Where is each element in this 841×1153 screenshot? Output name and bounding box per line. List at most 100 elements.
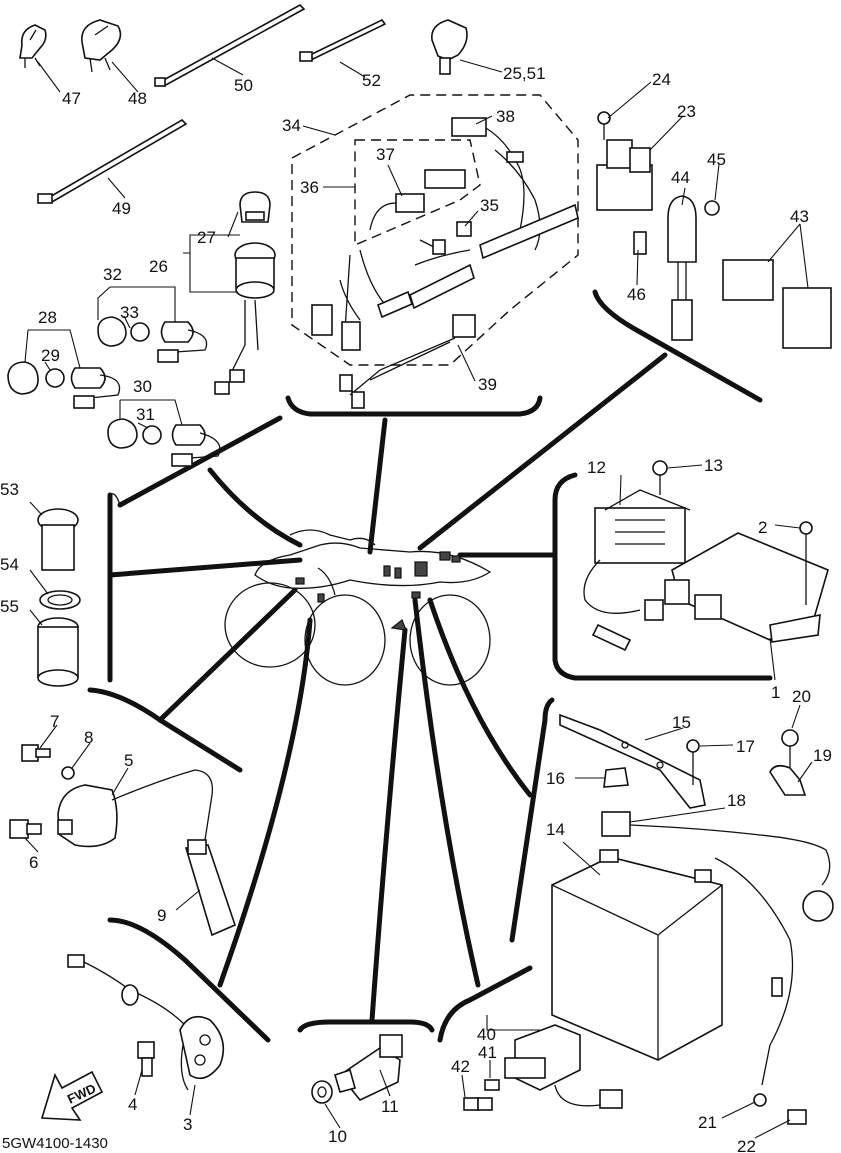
callout-29: 29 xyxy=(41,346,60,365)
callout-54: 54 xyxy=(0,555,19,574)
cable-tie-50 xyxy=(154,4,306,87)
fuse-42 xyxy=(463,1097,493,1111)
callout-18: 18 xyxy=(727,791,746,810)
callout-48: 48 xyxy=(128,89,147,108)
bolt-4 xyxy=(137,1041,155,1077)
callout-9: 9 xyxy=(157,906,166,925)
callout-3: 3 xyxy=(183,1115,192,1134)
callout-28: 28 xyxy=(38,308,57,327)
callout-34: 34 xyxy=(282,116,301,135)
callout-2: 2 xyxy=(758,518,767,537)
ignition-coil-5 xyxy=(57,769,214,848)
harness-38 xyxy=(451,117,541,251)
sleeve-55 xyxy=(37,617,79,687)
callout-21: 21 xyxy=(698,1113,717,1132)
fuse-box-43 xyxy=(722,259,832,349)
bulb-socket-32 xyxy=(97,316,208,363)
callout-50: 50 xyxy=(234,76,253,95)
bolt-6 xyxy=(9,819,42,839)
washer-10 xyxy=(311,1080,333,1104)
key-27 xyxy=(239,191,271,223)
pickup-coil-3 xyxy=(67,954,225,1091)
cable-21 xyxy=(714,857,794,1107)
callout-labels: 47 48 50 52 25,51 49 24 23 45 44 43 46 3… xyxy=(0,64,832,1153)
plug-cap-9 xyxy=(184,839,236,937)
bulb-socket-28 xyxy=(7,361,121,409)
callout-37: 37 xyxy=(376,145,395,164)
callout-33: 33 xyxy=(120,303,139,322)
rectifier-12 xyxy=(583,460,691,652)
fuse-holder-44 xyxy=(633,195,720,341)
clamp-19 xyxy=(769,764,807,796)
bolt-17 xyxy=(686,739,700,785)
nut-54 xyxy=(39,590,81,610)
callout-4: 4 xyxy=(128,1095,137,1114)
callout-26: 26 xyxy=(149,257,168,276)
starter-relay-23 xyxy=(596,111,653,211)
group-brackets xyxy=(87,289,773,1043)
connection-lines xyxy=(107,352,668,1023)
callout-20: 20 xyxy=(792,687,811,706)
callout-43: 43 xyxy=(790,207,809,226)
cable-18 xyxy=(601,811,834,922)
battery-band-15 xyxy=(559,713,706,809)
callout-32: 32 xyxy=(103,265,122,284)
callout-22: 22 xyxy=(737,1137,756,1153)
cdi-unit-1 xyxy=(664,521,829,643)
callout-17: 17 xyxy=(736,737,755,756)
callout-30: 30 xyxy=(133,377,152,396)
callout-40: 40 xyxy=(477,1025,496,1044)
callout-35: 35 xyxy=(480,196,499,215)
callout-49: 49 xyxy=(112,199,131,218)
callout-42: 42 xyxy=(451,1057,470,1076)
callout-13: 13 xyxy=(704,456,723,475)
relay-40 xyxy=(504,1024,623,1109)
callout-8: 8 xyxy=(84,728,93,747)
group-34-dashed-outline xyxy=(291,94,579,366)
callout-31: 31 xyxy=(136,405,155,424)
callout-16: 16 xyxy=(546,769,565,788)
callout-12: 12 xyxy=(587,458,606,477)
cap-53 xyxy=(37,508,79,571)
callout-41: 41 xyxy=(478,1043,497,1062)
callout-19: 19 xyxy=(813,746,832,765)
clamp-48 xyxy=(81,19,122,73)
callout-39: 39 xyxy=(478,375,497,394)
damper-16 xyxy=(603,767,629,788)
washer-8 xyxy=(61,766,75,780)
callout-15: 15 xyxy=(672,713,691,732)
cable-tie-49 xyxy=(37,118,188,204)
callout-10: 10 xyxy=(328,1127,347,1146)
vehicle-outline xyxy=(224,529,492,686)
bolt-7 xyxy=(21,744,51,762)
callout-46: 46 xyxy=(627,285,646,304)
callout-45: 45 xyxy=(707,150,726,169)
battery-14 xyxy=(551,849,723,1061)
callout-23: 23 xyxy=(677,102,696,121)
callout-38: 38 xyxy=(496,107,515,126)
callout-24: 24 xyxy=(652,70,671,89)
bolt-20 xyxy=(781,729,799,770)
callout-44: 44 xyxy=(671,168,690,187)
bolt-22 xyxy=(787,1109,807,1125)
harness-39 xyxy=(339,314,476,409)
drawing-code: 5GW4100-1430 xyxy=(2,1135,108,1152)
bulb-socket-30 xyxy=(107,418,221,467)
callout-1: 1 xyxy=(771,683,780,702)
callout-27: 27 xyxy=(197,228,216,247)
neutral-switch-11 xyxy=(334,1034,403,1101)
callout-14: 14 xyxy=(546,820,565,839)
clamp-47 xyxy=(19,24,47,68)
cable-tie-52 xyxy=(299,18,387,62)
main-switch-26 xyxy=(214,242,276,395)
fwd-direction-arrow: FWD xyxy=(40,1070,104,1121)
callout-6: 6 xyxy=(29,853,38,872)
clamp-25-51 xyxy=(431,19,468,75)
callout-55: 55 xyxy=(0,597,19,616)
callout-5: 5 xyxy=(124,751,133,770)
callout-53: 53 xyxy=(0,480,19,499)
leader-lines xyxy=(24,57,813,1139)
callout-25-51: 25,51 xyxy=(503,64,546,83)
fuse-41 xyxy=(484,1079,500,1091)
